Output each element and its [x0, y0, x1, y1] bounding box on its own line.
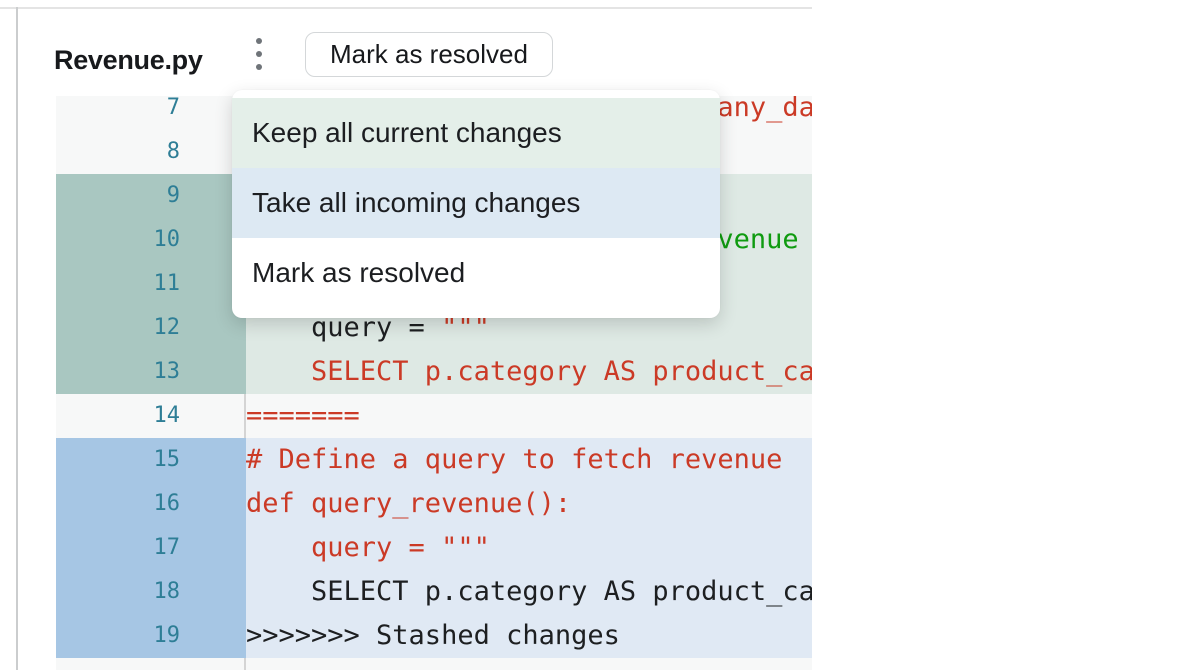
mark-as-resolved-button[interactable]: Mark as resolved — [305, 32, 553, 77]
line-number: 10 — [56, 218, 246, 262]
line-number: 7 — [56, 96, 246, 130]
line-number: 9 — [56, 174, 246, 218]
code-text[interactable]: venue — [717, 224, 799, 255]
code-text[interactable]: SELECT p.category AS product_ca — [246, 576, 812, 607]
code-text[interactable] — [246, 658, 812, 670]
line-number: 11 — [56, 262, 246, 306]
line-number: 15 — [56, 438, 246, 482]
code-text[interactable]: any_da — [717, 96, 812, 123]
code-text[interactable]: ======= — [246, 400, 360, 431]
code-line[interactable] — [56, 658, 812, 670]
line-number: 8 — [56, 130, 246, 174]
line-number: 14 — [56, 394, 246, 438]
line-number: 12 — [56, 306, 246, 350]
menu-item-take-incoming[interactable]: Take all incoming changes — [232, 168, 720, 238]
code-line[interactable]: 13 SELECT p.category AS product_ca — [56, 350, 812, 394]
line-number: 18 — [56, 570, 246, 614]
code-text[interactable]: def query_revenue(): — [246, 488, 572, 519]
code-line[interactable]: 18 SELECT p.category AS product_ca — [56, 570, 812, 614]
kebab-menu-button[interactable] — [250, 33, 268, 75]
code-text[interactable]: SELECT p.category AS product_ca — [246, 356, 812, 387]
code-text[interactable]: >>>>>>> Stashed changes — [246, 620, 620, 651]
ellipsis-dot-icon — [256, 38, 262, 44]
resolve-options-menu: Keep all current changes Take all incomi… — [232, 90, 720, 318]
code-text[interactable]: # Define a query to fetch revenue — [246, 444, 783, 475]
ellipsis-dot-icon — [256, 64, 262, 70]
menu-item-mark-resolved[interactable]: Mark as resolved — [232, 238, 720, 308]
code-text[interactable]: query = """ — [246, 532, 490, 563]
code-line[interactable]: 15# Define a query to fetch revenue — [56, 438, 812, 482]
left-divider — [16, 7, 18, 670]
ellipsis-dot-icon — [256, 51, 262, 57]
line-number: 17 — [56, 526, 246, 570]
code-line[interactable]: 19>>>>>>> Stashed changes — [56, 614, 812, 658]
code-line[interactable]: 14======= — [56, 394, 812, 438]
code-line[interactable]: 17 query = """ — [56, 526, 812, 570]
menu-item-keep-current[interactable]: Keep all current changes — [232, 98, 720, 168]
line-number: 13 — [56, 350, 246, 394]
top-divider — [0, 7, 812, 9]
line-number: 19 — [56, 614, 246, 658]
line-number: 16 — [56, 482, 246, 526]
file-title: Revenue.py — [54, 45, 203, 75]
line-number — [56, 658, 246, 670]
